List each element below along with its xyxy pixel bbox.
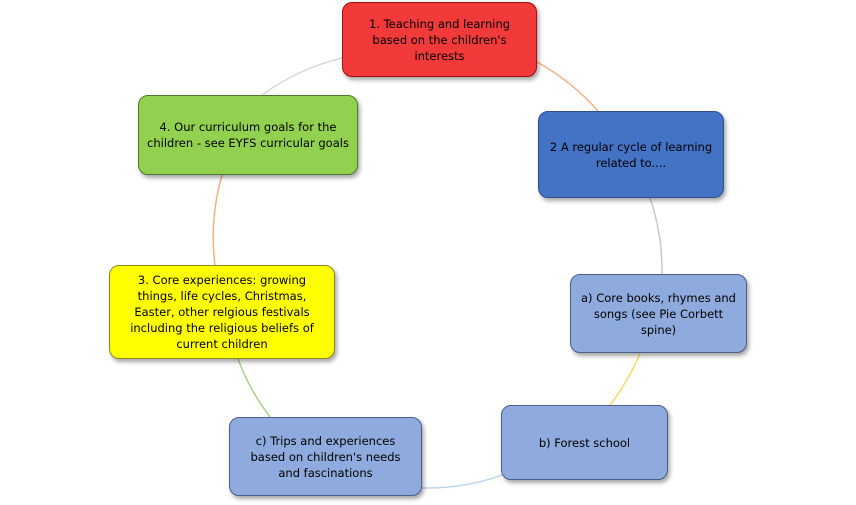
connector-2-to-a (649, 197, 663, 275)
node-core-books-text: a) Core books, rhymes and songs (see Pie… (581, 290, 736, 337)
node-core-experiences-text: 3. Core experiences: growing things, lif… (130, 273, 314, 351)
connector-4-to-1 (261, 57, 343, 96)
node-trips: c) Trips and experiences based on childr… (229, 417, 422, 496)
node-teaching-learning: 1. Teaching and learning based on the ch… (342, 2, 537, 77)
node-core-experiences: 3. Core experiences: growing things, lif… (109, 265, 335, 359)
node-regular-cycle-text: 2 A regular cycle of learning related to… (549, 139, 713, 170)
node-regular-cycle: 2 A regular cycle of learning related to… (538, 111, 724, 198)
node-trips-text: c) Trips and experiences based on childr… (250, 433, 401, 480)
node-core-books: a) Core books, rhymes and songs (see Pie… (570, 274, 747, 353)
node-teaching-learning-text: 1. Teaching and learning based on the ch… (368, 16, 511, 63)
connector-c-to-3 (237, 358, 271, 418)
node-curriculum-goals: 4. Our curriculum goals for the children… (138, 95, 358, 175)
connector-3-to-4 (212, 174, 223, 266)
connector-a-to-b (609, 352, 641, 406)
node-forest-school: b) Forest school (501, 405, 668, 480)
connector-1-to-2 (536, 61, 599, 112)
node-curriculum-goals-text: 4. Our curriculum goals for the children… (147, 120, 349, 150)
node-forest-school-text: b) Forest school (538, 435, 631, 450)
